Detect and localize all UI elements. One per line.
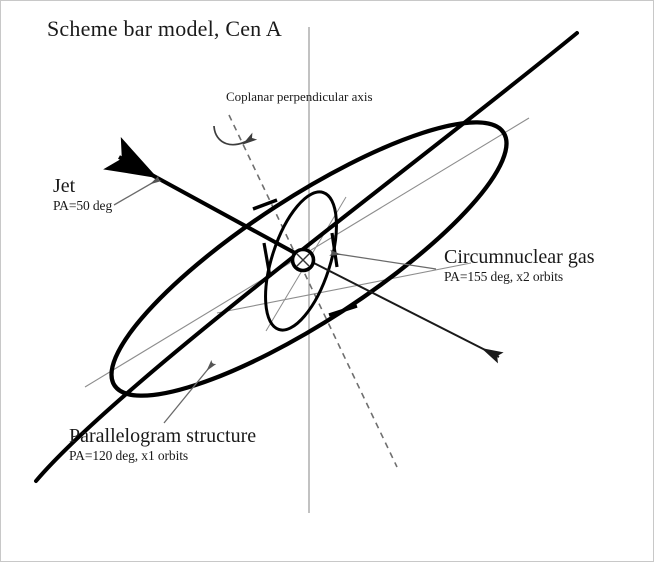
jet-annotation: Jet PA=50 deg: [53, 175, 112, 214]
bar-outer-line: [34, 31, 579, 483]
jet-detail: PA=50 deg: [53, 198, 113, 214]
page-title: Scheme bar model, Cen A: [47, 16, 282, 41]
rotation-arc-arrow: [213, 125, 258, 146]
parallelogram-annotation: Parallelogram structure PA=120 deg, x1 o…: [69, 425, 256, 464]
orbit-direction-mark: [262, 242, 272, 278]
orbit-direction-mark: [252, 198, 278, 211]
parallelogram-leader-line: [163, 360, 217, 424]
jet-leader-line: [113, 175, 162, 206]
circumnuclear-gas-leader-line: [329, 249, 437, 270]
circumnuclear-gas-label: Circumnuclear gas: [444, 246, 595, 268]
parallelogram-detail: PA=120 deg, x1 orbits: [69, 448, 189, 464]
coplanar-axis-label: Coplanar perpendicular axis: [226, 89, 373, 104]
circumnuclear-gas-annotation: Circumnuclear gas PA=155 deg, x2 orbits: [444, 246, 595, 285]
nucleus-cross-mark: [296, 253, 310, 267]
secondary-axis-line: [216, 262, 472, 314]
jet-arrow-main: [103, 137, 307, 261]
jet-label: Jet: [53, 175, 76, 197]
parallelogram-label: Parallelogram structure: [69, 425, 257, 447]
jet-arrow-counter: [305, 258, 504, 364]
orbit-direction-mark: [328, 304, 358, 317]
circumnuclear-gas-detail: PA=155 deg, x2 orbits: [444, 269, 564, 285]
